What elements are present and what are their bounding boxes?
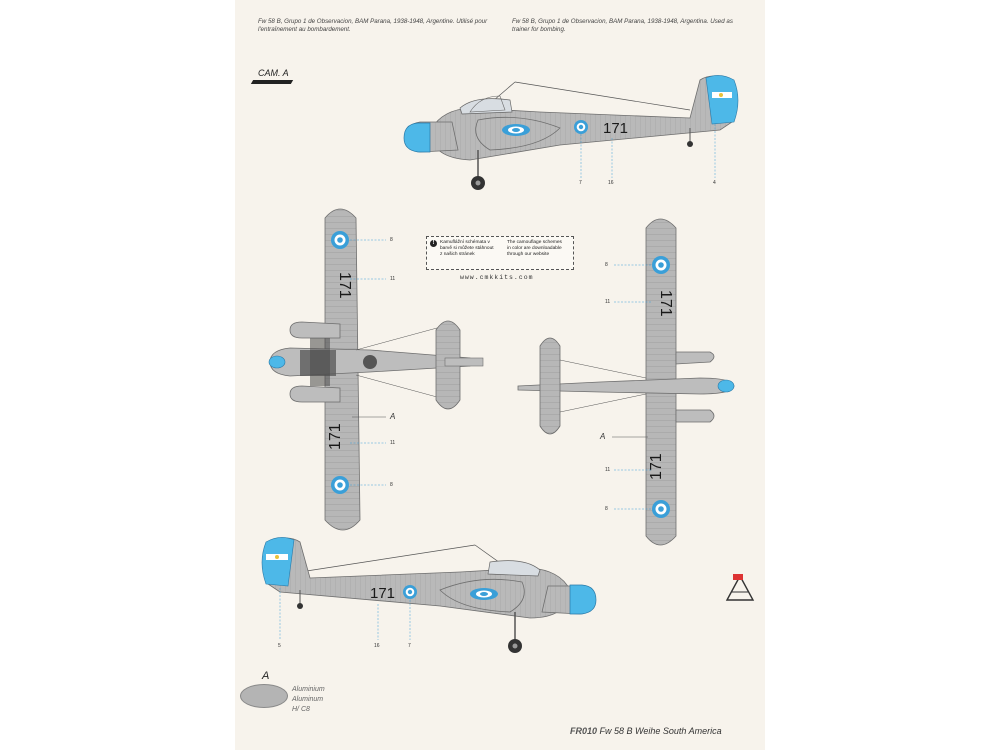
notice-english-1: The camouflage schemes	[507, 240, 562, 245]
caption-french: Fw 58 B, Grupo 1 de Observacion, BAM Par…	[258, 18, 488, 33]
notice-czech-3: z našich stránek	[440, 252, 475, 257]
aluminium-swatch	[240, 684, 288, 708]
plan-right-code-upper: 171	[657, 290, 674, 317]
product-code: FR010	[570, 726, 598, 736]
info-icon: !	[430, 240, 437, 247]
callout-side-bottom-3: 7	[408, 643, 411, 649]
product-name: Fw 58 B Weihe South America	[599, 726, 722, 736]
callout-wing-right-1: 8	[605, 262, 608, 268]
product-title: FR010 Fw 58 B Weihe South America	[570, 726, 722, 736]
legend-line-1: Aluminium	[292, 686, 325, 693]
notice-english-2: in color are downloadable	[507, 246, 562, 251]
side-view-bottom: 171	[261, 537, 597, 653]
callout-wing-left-4: 11	[390, 440, 396, 446]
website-notice-box: ! Kamuflážní schémata v barvě si můžete …	[426, 236, 574, 270]
legend-code: A	[262, 670, 270, 682]
camouflage-label: CAM. A	[258, 68, 289, 78]
callout-wing-right-2: 11	[605, 299, 611, 305]
notice-english-3: through our website	[507, 252, 550, 257]
publisher-logo	[725, 574, 755, 601]
side-bottom-code: 171	[370, 585, 395, 602]
plan-left-code-lower: 171	[327, 423, 344, 450]
callout-wing-right-5: 8	[605, 506, 608, 512]
notice-czech-2: barvě si můžete stáhnout	[440, 246, 494, 251]
legend-line-2: Aluminum	[292, 696, 324, 703]
callout-wing-right-3: A	[600, 432, 606, 441]
plan-left-code-upper: 171	[336, 272, 353, 299]
plan-right-code-lower: 171	[648, 453, 665, 480]
website-url[interactable]: www.cmkkits.com	[460, 274, 534, 281]
callout-wing-right-4: 11	[605, 467, 611, 473]
callout-wing-left-3: A	[390, 412, 396, 421]
callout-side-top-3: 4	[713, 180, 716, 186]
caption-english: Fw 58 B, Grupo 1 de Observacion, BAM Par…	[512, 18, 733, 33]
callout-side-top-2: 16	[608, 180, 614, 186]
callout-wing-left-5: 8	[390, 482, 393, 488]
legend-line-3: H/ C8	[292, 706, 310, 713]
side-view-top: 171	[403, 75, 739, 190]
plan-view-right: 171 171	[517, 218, 735, 546]
callout-side-top-1: 7	[579, 180, 582, 186]
plan-view-left: 171 171	[268, 208, 484, 531]
callout-wing-left-1: 8	[390, 237, 393, 243]
notice-czech-1: Kamuflážní schémata v	[440, 240, 490, 245]
side-top-code: 171	[603, 120, 628, 137]
callout-wing-left-2: 11	[390, 276, 396, 282]
callout-side-bottom-2: 16	[374, 643, 380, 649]
callout-side-bottom-1: 5	[278, 643, 281, 649]
